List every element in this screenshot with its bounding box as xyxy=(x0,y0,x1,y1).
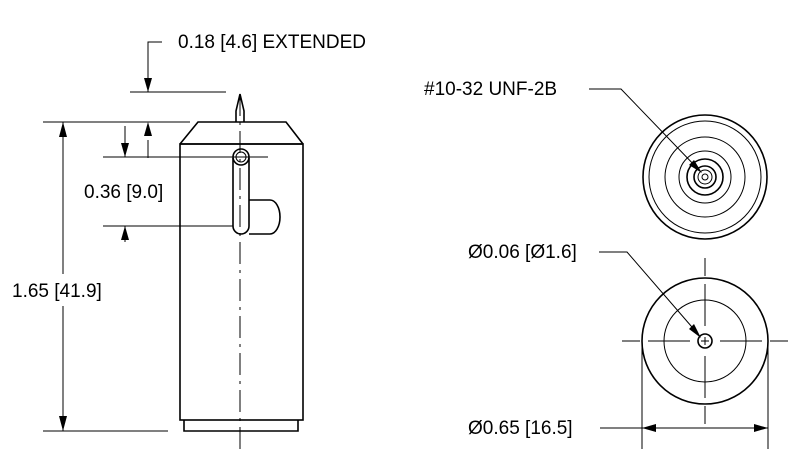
lever xyxy=(249,199,281,235)
body-base xyxy=(183,420,299,432)
body-diameter-label: Ø0.65 [16.5] xyxy=(468,418,573,439)
extended-dimension: 0.18 [4.6] EXTENDED xyxy=(144,32,366,158)
center-hole xyxy=(697,333,713,349)
hole-diameter-label: Ø0.06 [Ø1.6] xyxy=(468,242,577,263)
extended-label: 0.18 [4.6] EXTENDED xyxy=(178,32,366,53)
thread-end-view: #10-32 UNF-2B xyxy=(424,79,768,240)
slot-depth-label: 0.36 [9.0] xyxy=(84,182,163,203)
bottom-end-view: Ø0.06 [Ø1.6] Ø0.65 [16.5] xyxy=(468,242,788,449)
overall-length-label: 1.65 [41.9] xyxy=(12,281,102,302)
slot-depth-dimension: 0.36 [9.0] xyxy=(84,126,163,242)
overall-length-dimension: 1.65 [41.9] xyxy=(12,122,102,431)
body-chamfer xyxy=(179,121,304,145)
thread-label: #10-32 UNF-2B xyxy=(424,79,557,100)
body-outline xyxy=(179,143,304,421)
slot xyxy=(232,158,250,235)
side-view xyxy=(43,91,304,452)
threaded-hole xyxy=(693,165,717,189)
outer-ring xyxy=(642,114,768,240)
